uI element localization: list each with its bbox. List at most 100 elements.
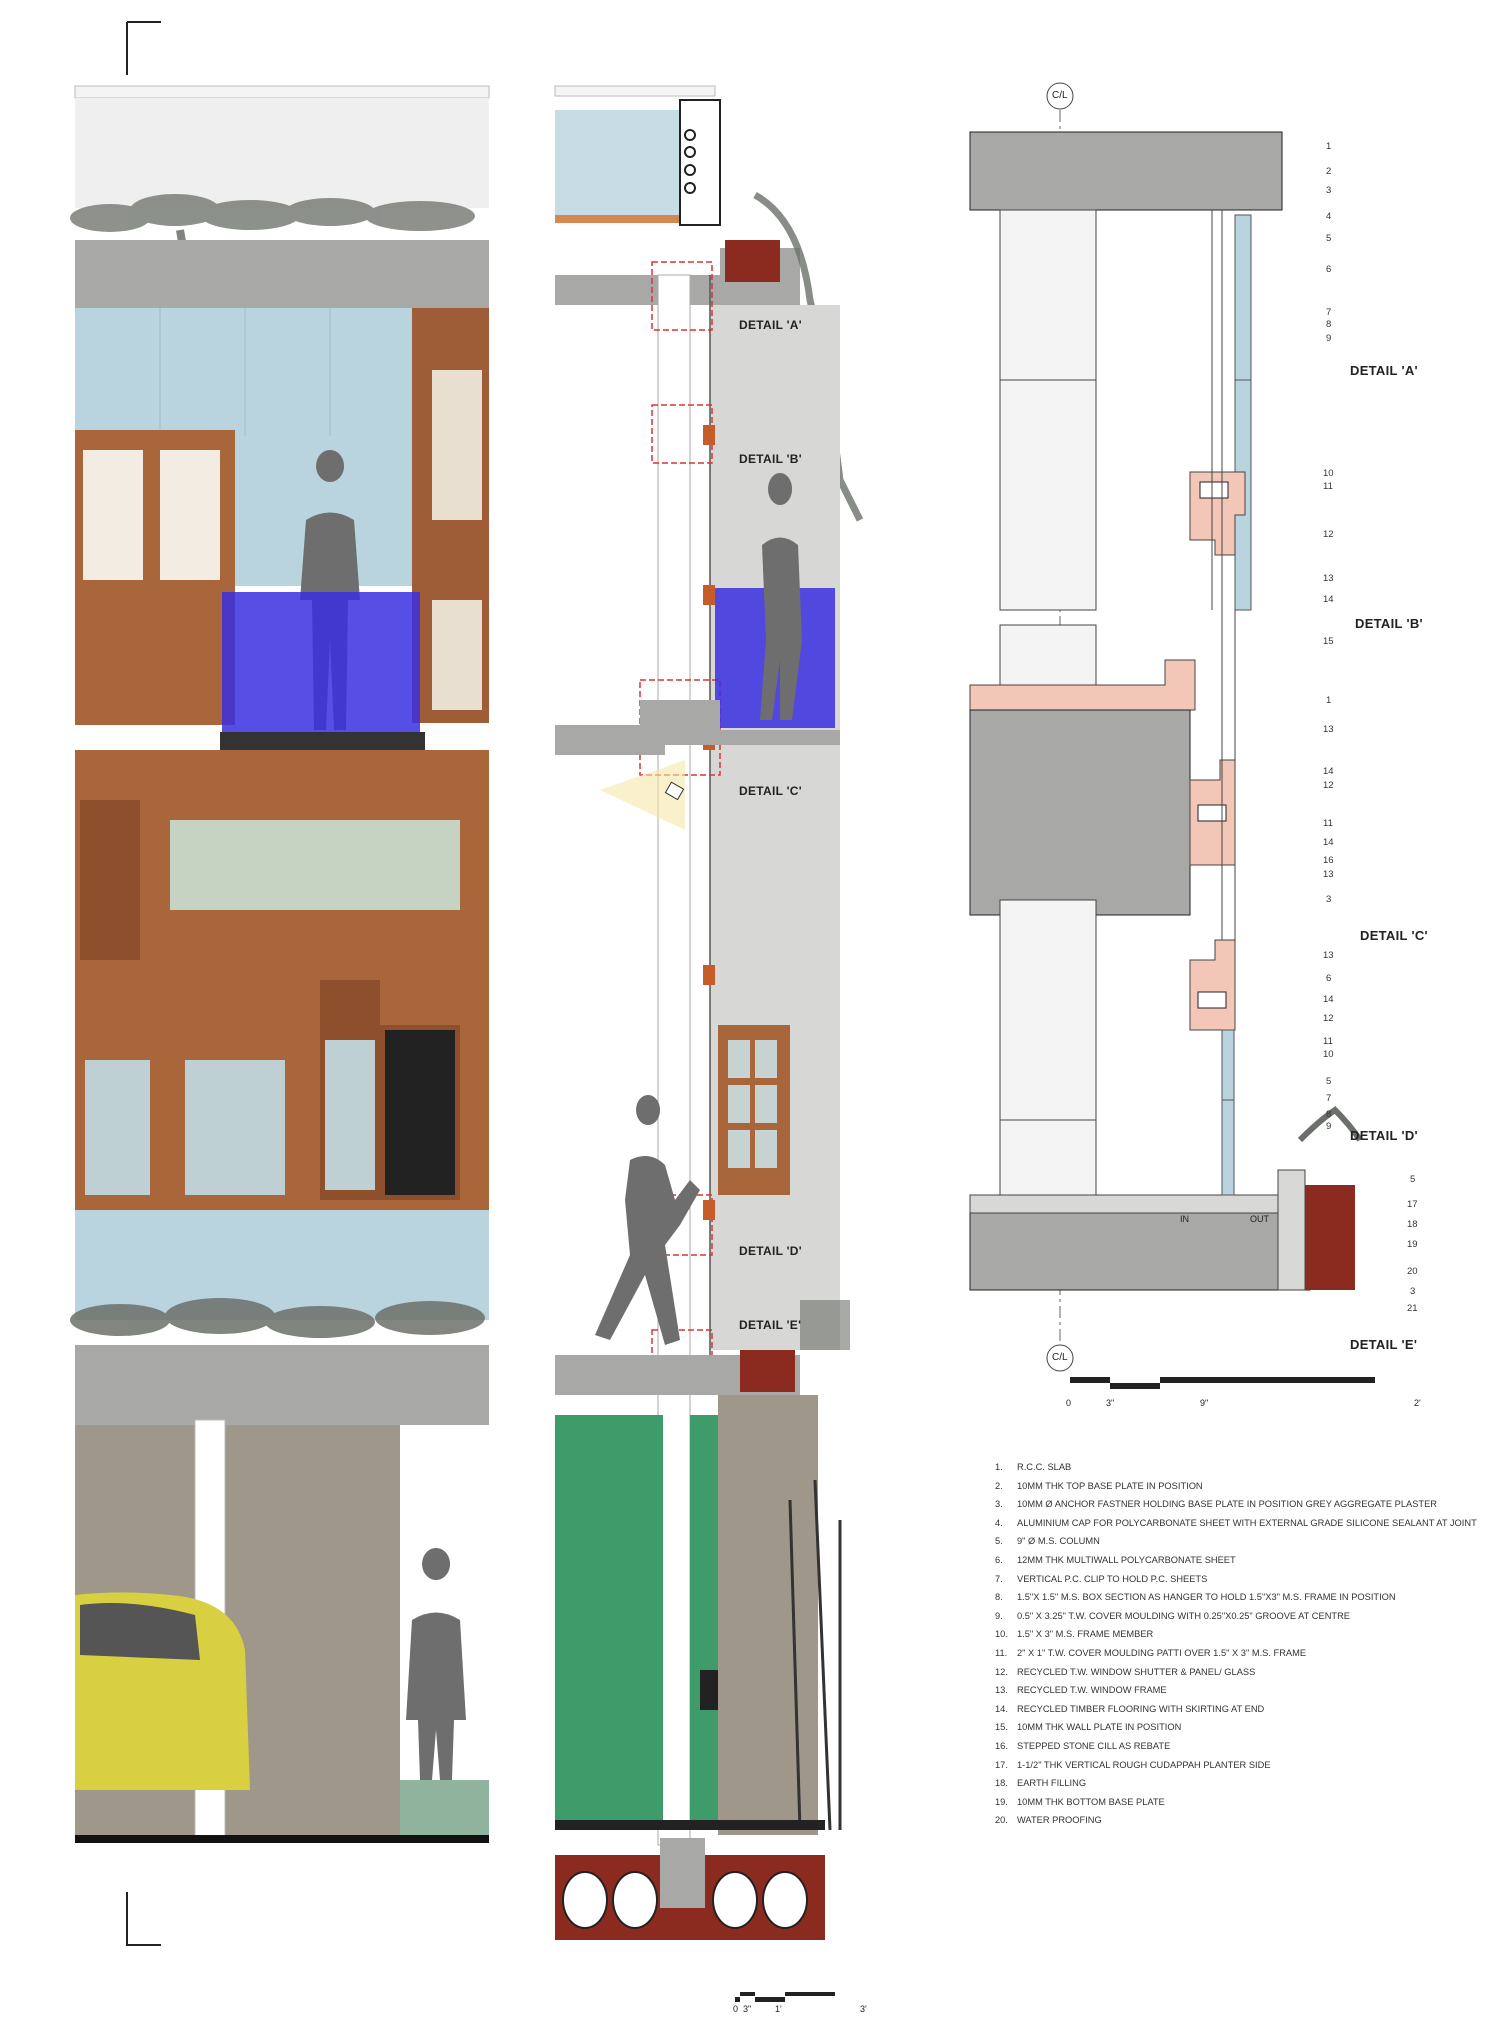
callout-number: 19 [1407,1239,1418,1250]
callout-number: 4 [1326,211,1332,222]
callout-number: 15 [1323,636,1334,647]
legend-text: 1.5"X 1.5" M.S. BOX SECTION AS HANGER TO… [1017,1592,1396,1603]
legend-item: 13. RECYCLED T.W. WINDOW FRAME [995,1681,1415,1700]
callout-number: 3 [1410,1286,1416,1297]
person-silhouette-section [760,473,802,720]
detail-scale-2: 9" [1200,1398,1209,1408]
legend-number: 5. [995,1536,1003,1547]
detail-scale-0: 0 [1066,1398,1072,1408]
callout-number: 5 [1326,1076,1332,1087]
elevation-drawing [70,21,490,1946]
callout-number: 11 [1323,818,1333,829]
legend-number: 17. [995,1759,1008,1770]
detail-d-window-frame [1189,939,1236,1031]
person-silhouette-ground [406,1548,466,1780]
section-label-d: DETAIL 'D' [739,1244,802,1258]
legend-text: 10MM THK BOTTOM BASE PLATE [1017,1796,1165,1807]
legend-text: RECYCLED T.W. WINDOW FRAME [1017,1685,1167,1696]
legend-item: 9.0.5" X 3.25" T.W. COVER MOULDING WITH … [995,1607,1415,1626]
legend-number: 8. [995,1592,1003,1603]
legend-number: 13. [995,1685,1008,1696]
legend-item: 19. 10MM THK BOTTOM BASE PLATE [995,1793,1415,1812]
section-scale-1: 3" [743,2004,752,2014]
legend-number: 19. [995,1796,1008,1807]
legend-item: 12. RECYCLED T.W. WINDOW SHUTTER & PANEL/… [995,1663,1415,1682]
floor-slab [75,1345,489,1425]
scale-bar-detail [1070,1377,1375,1389]
callout-number: 7 [1326,307,1332,318]
legend-item: 20.WATER PROOFING [995,1811,1415,1830]
callout-number: 14 [1323,766,1334,777]
legend-number: 2. [995,1480,1003,1491]
detail-c-slab [969,709,1191,916]
legend-text: 10MM THK TOP BASE PLATE IN POSITION [1017,1480,1203,1491]
legend-text: 10MM THK WALL PLATE IN POSITION [1017,1722,1182,1733]
callout-number: 12 [1323,1013,1334,1024]
callout-number: 14 [1323,994,1334,1005]
ms-column-section [657,274,691,1846]
legend-item: 14. RECYCLED TIMBER FLOORING WITH SKIRTIN… [995,1700,1415,1719]
legend-number: 12. [995,1666,1008,1677]
centerline-label-top: C/L [1052,90,1068,101]
bamboo [788,1479,842,1831]
legend-item: 17. 1-1/2" THK VERTICAL ROUGH CUDAPPAH PL… [995,1756,1415,1775]
frame-corner-marks [126,21,161,1946]
planter-top [725,240,780,282]
slab-creepers [70,1298,485,1338]
legend-text: RECYCLED T.W. WINDOW SHUTTER & PANEL/ GL… [1017,1666,1256,1677]
legend-number: 9. [995,1610,1003,1621]
legend-item: 3.10MM Ø ANCHOR FASTNER HOLDING BASE PLA… [995,1495,1437,1514]
callout-number: 13 [1323,573,1334,584]
centerline-label-bottom: C/L [1052,1352,1068,1363]
legend-text: EARTH FILLING [1017,1778,1087,1789]
legend-text: 10MM Ø ANCHOR FASTNER HOLDING BASE PLATE… [1017,1499,1438,1510]
detail-e-column [999,1119,1097,1196]
callout-number: 5 [1410,1174,1416,1185]
callout-number: 6 [1326,973,1332,984]
section-label-b: DETAIL 'B' [739,452,802,466]
legend-item: 15. 10MM THK WALL PLATE IN POSITION [995,1718,1415,1737]
skylight [555,110,685,220]
detail-title-e: DETAIL 'E' [1350,1337,1418,1352]
legend-text: RECYCLED TIMBER FLOORING WITH SKIRTING A… [1017,1703,1265,1714]
detail-title-a: DETAIL 'A' [1350,363,1418,378]
legend-number: 11. [995,1647,1008,1658]
legend-item: 8. 1.5"X 1.5" M.S. BOX SECTION AS HANGER … [995,1588,1415,1607]
legend-number: 7. [995,1573,1003,1584]
callout-number: 10 [1323,1049,1334,1060]
callout-number: 8 [1326,319,1332,330]
callout-number: 11 [1323,1036,1333,1047]
callout-number: 1 [1326,141,1332,152]
detail-scale-1: 3" [1106,1398,1115,1408]
legend-number: 4. [995,1517,1003,1528]
detail-b-column [999,379,1097,611]
callout-number: 9 [1326,333,1332,344]
callout-number: 3 [1326,894,1332,905]
detail-scale-3: 2' [1414,1398,1421,1408]
section-scale-2: 1' [775,2004,782,2014]
legend-item: 6.12MM THK MULTIWALL POLYCARBONATE SHEET [995,1551,1415,1570]
legend-text: 1-1/2" THK VERTICAL ROUGH CUDAPPAH PLANT… [1017,1759,1271,1770]
in-label: IN [1180,1214,1189,1224]
callout-number: 9 [1326,1121,1332,1132]
legend-number: 20. [995,1815,1008,1826]
callout-number: 8 [1326,1109,1332,1120]
legend-number: 14. [995,1703,1008,1714]
glass-balustrade-elevation [222,592,420,732]
callout-number: 12 [1323,780,1334,791]
section-label-a: DETAIL 'A' [739,318,802,332]
callout-number: 11 [1323,481,1333,492]
legend-number: 1. [995,1462,1003,1472]
legend-item: 4. ALUMINIUM CAP FOR POLYCARBONATE SHEET … [995,1514,1477,1533]
section-drawing [554,85,864,2002]
callout-number: 5 [1326,233,1332,244]
legend-text: ALUMINIUM CAP FOR POLYCARBONATE SHEET WI… [1017,1517,1477,1528]
legend-item: 7.VERTICAL P.C. CLIP TO HOLD P.C. SHEETS [995,1570,1415,1589]
parapet [74,85,490,99]
legend-text: 2" X 1" T.W. COVER MOULDING PATTI OVER 1… [1017,1647,1307,1658]
callout-number: 13 [1323,724,1334,735]
callout-number: 14 [1323,594,1334,605]
callout-number: 3 [1326,185,1332,196]
legend-text: STEPPED STONE CILL AS REBATE [1017,1740,1171,1751]
legend-number: 15. [995,1722,1008,1733]
